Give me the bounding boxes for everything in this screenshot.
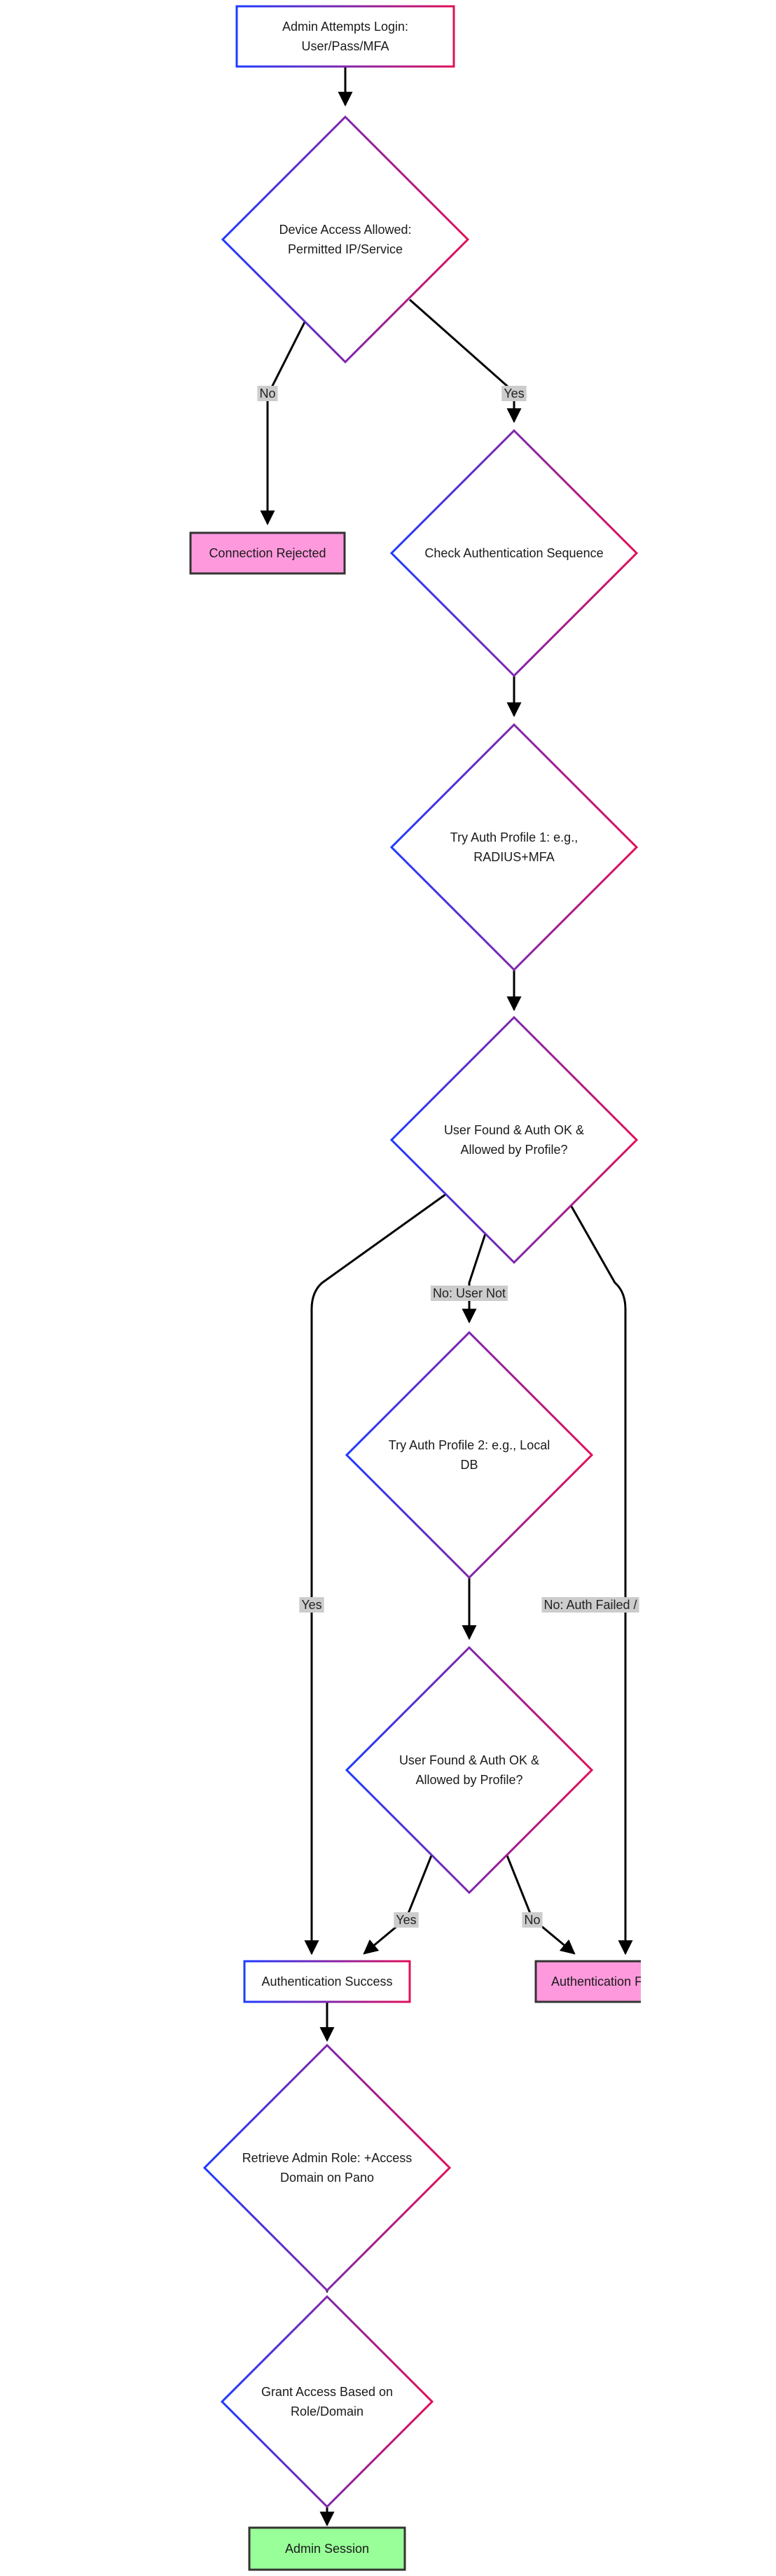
edge-label: Yes	[299, 1597, 324, 1613]
node-label-line: Allowed by Profile?	[460, 1143, 567, 1157]
edge-found1-profile2	[462, 1233, 487, 1324]
node-label-line: Authentication Success	[261, 1975, 392, 1989]
edge-label-background	[522, 1912, 543, 1928]
node-label-line: Retrieve Admin Role: +Access	[242, 2151, 413, 2165]
edge-label-background	[299, 1597, 324, 1613]
node-label-line: Admin Attempts Login:	[282, 20, 408, 34]
node-found2: User Found & Auth OK & Allowed by Profile…	[345, 1645, 594, 1895]
decision-diamond	[202, 2043, 452, 2292]
decision-diamond	[220, 2295, 434, 2509]
node-auth-failed: Authentication F	[534, 1960, 642, 2003]
decision-diamond	[345, 1330, 594, 1580]
decision-diamond	[389, 1015, 639, 1265]
edge-label: No	[522, 1912, 543, 1928]
edge-label: No: User Not	[430, 1286, 508, 1301]
node-label: Try Auth Profile 1: e.g., RADIUS+MFA	[450, 830, 578, 864]
node-label: Authentication Success	[261, 1975, 392, 1989]
process-box	[243, 1960, 411, 2003]
node-label-line: User Found & Auth OK &	[444, 1123, 584, 1137]
nodes-layer: Admin Attempts Login: User/Pass/MFA Device…	[189, 5, 642, 2571]
node-label-line: Permitted IP/Service	[288, 242, 403, 256]
decision-diamond	[389, 723, 639, 972]
node-admin-session: Admin Session	[248, 2526, 406, 2571]
edge-label-background	[394, 1912, 419, 1928]
process-box	[534, 1960, 641, 2003]
node-label-line: Role/Domain	[291, 2404, 363, 2418]
node-label: Device Access Allowed: Permitted IP/Servi…	[279, 223, 411, 256]
node-label: Authentication F	[551, 1975, 642, 1989]
edge-label-text: No: Auth Failed /	[543, 1598, 637, 1612]
edge-label-text: Yes	[396, 1913, 416, 1927]
node-profile1: Try Auth Profile 1: e.g., RADIUS+MFA	[389, 723, 639, 972]
edge-access-rejected	[260, 320, 307, 526]
node-label-line: Check Authentication Sequence	[424, 546, 603, 560]
node-label: Check Authentication Sequence	[424, 546, 603, 560]
edge-label-background	[541, 1597, 639, 1613]
node-label-line: Try Auth Profile 2: e.g., Local	[389, 1438, 550, 1452]
node-check-sequence: Check Authentication Sequence	[389, 429, 639, 678]
node-label-line: Admin Session	[285, 2542, 369, 2556]
decision-diamond	[345, 1645, 594, 1895]
edge-label: No: Auth Failed /	[541, 1597, 639, 1613]
node-label-line: Connection Rejected	[209, 546, 326, 560]
node-found1: User Found & Auth OK & Allowed by Profile…	[389, 1015, 639, 1265]
node-label: Connection Rejected	[209, 546, 326, 560]
edge-label-text: No: User Not	[433, 1286, 506, 1300]
node-label-line: User Found & Auth OK &	[399, 1753, 539, 1767]
edge-found2-success	[363, 1851, 434, 1955]
edge-label-background	[257, 386, 278, 401]
edges-layer	[260, 67, 633, 2527]
process-box	[235, 5, 455, 68]
edge-label-text: Yes	[301, 1598, 321, 1612]
edge-label-background	[501, 386, 527, 401]
node-label-line: User/Pass/MFA	[301, 39, 389, 53]
node-start: Admin Attempts Login: User/Pass/MFA	[235, 5, 455, 68]
node-label-line: Grant Access Based on	[261, 2385, 393, 2399]
edge-label: Yes	[394, 1912, 419, 1928]
edge-label: No	[257, 386, 278, 401]
node-label: Admin Attempts Login: User/Pass/MFA	[282, 20, 408, 53]
node-label: Grant Access Based on Role/Domain	[261, 2385, 393, 2418]
node-label-line: Authentication F	[551, 1975, 642, 1989]
edge-label-text: No	[524, 1913, 540, 1927]
decision-diamond	[389, 429, 639, 678]
process-box	[189, 531, 346, 575]
decision-diamond	[221, 115, 470, 364]
edge-label-text: No	[259, 387, 275, 401]
edge-found2-failed	[504, 1851, 576, 1955]
edge-label-text: Yes	[504, 387, 524, 401]
edge-found1-failed	[567, 1201, 633, 1956]
node-label-line: DB	[460, 1458, 478, 1472]
node-grant-access: Grant Access Based on Role/Domain	[220, 2295, 434, 2509]
node-label-line: Try Auth Profile 1: e.g.,	[450, 830, 578, 844]
node-rejected: Connection Rejected	[189, 531, 346, 575]
process-box	[248, 2526, 406, 2571]
edge-access-sequence	[409, 298, 522, 424]
edge-label-background	[430, 1286, 508, 1301]
node-label-line: Device Access Allowed:	[279, 223, 411, 237]
node-auth-success: Authentication Success	[243, 1960, 411, 2003]
node-label-line: Domain on Pano	[280, 2171, 374, 2185]
node-label: User Found & Auth OK & Allowed by Profile…	[444, 1123, 584, 1157]
node-label-line: RADIUS+MFA	[473, 850, 555, 864]
node-access-check: Device Access Allowed: Permitted IP/Servi…	[221, 115, 470, 364]
node-label-line: Allowed by Profile?	[415, 1773, 522, 1787]
edge-found1-success	[304, 1193, 446, 1956]
node-label: User Found & Auth OK & Allowed by Profile…	[399, 1753, 539, 1787]
node-label: Admin Session	[285, 2542, 369, 2556]
edge-label: Yes	[501, 386, 527, 401]
